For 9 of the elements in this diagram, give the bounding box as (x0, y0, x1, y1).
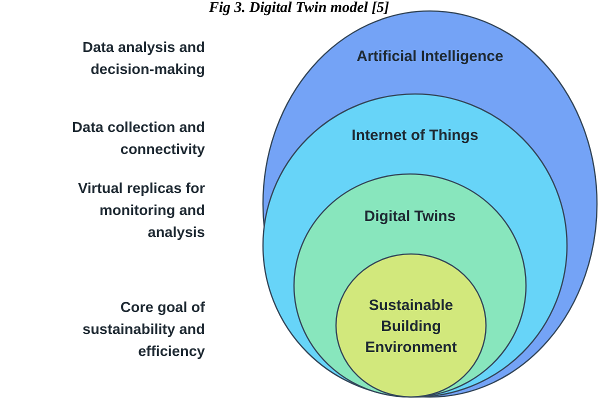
circle-label: Digital Twins (364, 207, 456, 227)
circle-label: Internet of Things (352, 126, 478, 146)
layer-description: Data collection and connectivity (71, 119, 205, 160)
circle-label: Sustainable Building Environment (364, 296, 458, 358)
figure-title: Fig 3. Digital Twin model [5] (208, 0, 390, 16)
layer-description: Data analysis and decision-making (82, 39, 205, 80)
layer-description: Core goal of sustainability and efficiency (82, 299, 205, 362)
circle-label: Artificial Intelligence (356, 47, 504, 67)
layer-description: Virtual replicas for monitoring and analysis (76, 180, 205, 243)
